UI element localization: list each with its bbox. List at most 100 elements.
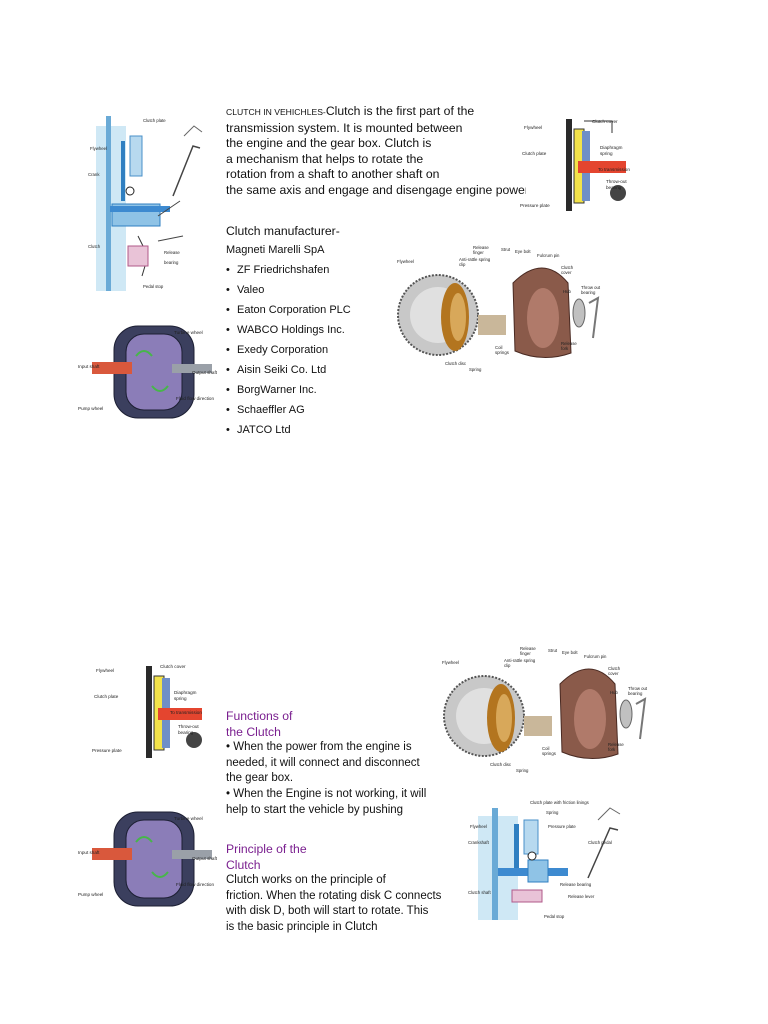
intro-line: rotation from a shaft to another shaft o… <box>226 167 440 182</box>
svg-text:cover: cover <box>608 671 619 676</box>
svg-text:Crank: Crank <box>88 172 100 177</box>
svg-text:clip: clip <box>504 663 511 668</box>
svg-text:springs: springs <box>495 350 509 355</box>
list-item: WABCO Holdings Inc. <box>226 323 351 343</box>
list-item: Exedy Corporation <box>226 343 351 363</box>
functions-line: help to start the vehicle by pushing <box>226 803 404 816</box>
principle-heading: Clutch <box>226 857 261 872</box>
svg-text:Release: Release <box>561 341 577 346</box>
svg-text:Clutch cover: Clutch cover <box>160 664 186 669</box>
functions-line: the gear box. <box>226 772 294 785</box>
manufacturer-first: Magneti Marelli SpA <box>226 244 325 256</box>
torque-converter-figure-2: Turbine wheel Input shaft Output shaft F… <box>76 806 226 914</box>
torque-converter-figure: Turbine wheel Input shaft Output shaft F… <box>76 316 226 426</box>
svg-text:Clutch plate with friction lin: Clutch plate with friction linings <box>530 800 589 805</box>
svg-text:Flywheel: Flywheel <box>90 146 107 151</box>
svg-text:Pressure plate: Pressure plate <box>520 203 550 208</box>
svg-text:Fluid flow direction: Fluid flow direction <box>176 882 214 887</box>
list-item: JATCO Ltd <box>226 423 351 443</box>
svg-text:Throw-out: Throw-out <box>606 179 627 184</box>
svg-text:finger: finger <box>473 250 484 255</box>
principle-line: with disk D, both will start to rotate. … <box>226 905 429 918</box>
svg-text:Coil: Coil <box>495 345 502 350</box>
svg-text:Hub: Hub <box>563 289 571 294</box>
svg-text:Clutch: Clutch <box>608 666 621 671</box>
svg-text:Fulcrum pin: Fulcrum pin <box>537 253 560 258</box>
svg-text:Flywheel: Flywheel <box>524 125 542 130</box>
intro-line: the engine and the gear box. Clutch is <box>226 136 432 151</box>
functions-heading: Functions of <box>226 709 293 723</box>
svg-text:bearing: bearing <box>178 730 194 735</box>
svg-text:Pump wheel: Pump wheel <box>78 892 103 897</box>
pedal-linkage-figure-2: Clutch plate with friction linings Sprin… <box>468 798 630 924</box>
manufacturer-list: ZF Friedrichshafen Valeo Eaton Corporati… <box>226 263 351 443</box>
svg-text:Throw out: Throw out <box>581 285 601 290</box>
svg-text:Anti-rattle spring: Anti-rattle spring <box>504 658 536 663</box>
svg-text:Pump wheel: Pump wheel <box>78 406 103 411</box>
svg-text:To transmission: To transmission <box>170 710 202 715</box>
svg-text:Strut: Strut <box>501 247 511 252</box>
functions-line: • When the Engine is not working, it wil… <box>226 787 427 800</box>
svg-text:Release: Release <box>520 646 536 651</box>
svg-text:Strut: Strut <box>548 648 558 653</box>
svg-text:Spring: Spring <box>469 367 482 372</box>
svg-text:Clutch pedal: Clutch pedal <box>588 840 612 845</box>
principle-line: friction. When the rotating disk C conne… <box>226 889 442 902</box>
svg-text:Input shaft: Input shaft <box>78 364 100 369</box>
svg-text:Pressure plate: Pressure plate <box>548 824 576 829</box>
svg-text:bearing: bearing <box>628 691 643 696</box>
functions-heading: the Clutch <box>226 724 281 739</box>
svg-text:cover: cover <box>561 270 572 275</box>
svg-text:bearing: bearing <box>164 260 179 265</box>
svg-text:Crankshaft: Crankshaft <box>468 840 490 845</box>
clutch-section-figure-2: Flywheel Clutch cover Clutch plate Diaph… <box>92 660 216 768</box>
svg-text:Eye bolt: Eye bolt <box>562 650 578 655</box>
svg-text:Flywheel: Flywheel <box>96 668 114 673</box>
svg-text:Release: Release <box>608 742 624 747</box>
exploded-clutch-figure-2: Flywheel Release finger Strut Eye bolt F… <box>438 644 660 780</box>
svg-text:finger: finger <box>520 651 531 656</box>
intro-line: Clutch is the first part of the <box>325 104 475 118</box>
svg-text:Flywheel: Flywheel <box>470 824 487 829</box>
svg-text:Flywheel: Flywheel <box>442 660 459 665</box>
list-item: ZF Friedrichshafen <box>226 263 351 283</box>
svg-text:Turbine wheel: Turbine wheel <box>174 816 203 821</box>
svg-text:spring: spring <box>174 696 187 701</box>
svg-text:Release bearing: Release bearing <box>560 882 592 887</box>
list-item: BorgWarner Inc. <box>226 383 351 403</box>
list-item: Valeo <box>226 283 351 303</box>
svg-text:clip: clip <box>459 262 466 267</box>
svg-text:Turbine wheel: Turbine wheel <box>174 330 203 335</box>
svg-text:Release lever: Release lever <box>568 894 595 899</box>
svg-text:spring: spring <box>600 151 613 156</box>
intro-line: transmission system. It is mounted betwe… <box>226 120 463 135</box>
svg-text:Spring: Spring <box>516 768 529 773</box>
functions-line: needed, it will connect and disconnect <box>226 756 420 769</box>
svg-text:Clutch plate: Clutch plate <box>94 694 119 699</box>
intro-paragraph: CLUTCH IN VEHICHLES-Clutch is the first … <box>226 104 526 199</box>
principle-line: is the basic principle in Clutch <box>226 920 378 933</box>
svg-text:fork: fork <box>561 346 569 351</box>
svg-text:Clutch disc: Clutch disc <box>490 762 512 767</box>
principle-heading: Principle of the <box>226 842 307 856</box>
svg-text:Release: Release <box>473 245 489 250</box>
svg-text:bearing: bearing <box>606 185 622 190</box>
list-item: Schaeffler AG <box>226 403 351 423</box>
principle-line: Clutch works on the principle of <box>226 874 386 887</box>
principle-section: Principle of the Clutch Clutch works on … <box>226 842 466 936</box>
svg-text:Spring: Spring <box>546 810 559 815</box>
intro-lead: CLUTCH IN VEHICHLES- <box>226 107 326 117</box>
svg-text:Clutch: Clutch <box>88 244 101 249</box>
list-item: Aisin Seiki Co. Ltd <box>226 363 351 383</box>
svg-text:Clutch plate: Clutch plate <box>143 118 166 123</box>
svg-text:fork: fork <box>608 747 616 752</box>
svg-text:Pedal stop: Pedal stop <box>544 914 565 919</box>
svg-text:Diaphragm: Diaphragm <box>600 145 623 150</box>
svg-text:Clutch shaft: Clutch shaft <box>468 890 491 895</box>
svg-text:Throw-out: Throw-out <box>178 724 199 729</box>
svg-text:Fluid flow direction: Fluid flow direction <box>176 396 214 401</box>
svg-text:Clutch disc: Clutch disc <box>445 361 467 366</box>
svg-text:bearing: bearing <box>581 290 596 295</box>
functions-line: • When the power from the engine is <box>226 741 412 754</box>
svg-text:Eye bolt: Eye bolt <box>515 249 531 254</box>
